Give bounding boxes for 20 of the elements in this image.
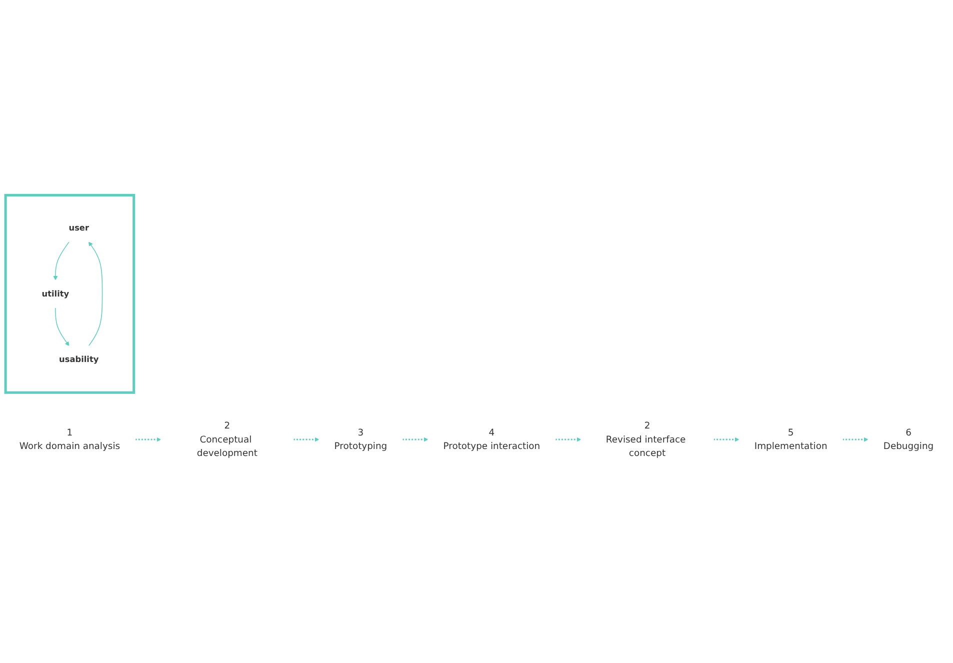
arrow <box>402 437 428 442</box>
arrow <box>842 437 868 442</box>
node-text: user <box>68 222 89 233</box>
node-text: 3 Prototyping <box>334 427 388 452</box>
node-text: 2 Revised interface concept <box>606 420 686 459</box>
cluster <box>4 194 136 394</box>
node-text: 6 Debugging <box>883 427 934 452</box>
node-text: 2 Conceptual development <box>196 420 258 459</box>
arrow <box>88 242 103 346</box>
arrow <box>55 307 70 346</box>
arrow <box>135 437 162 442</box>
node-text: utility <box>42 288 70 298</box>
node-text: 4 Prototype interaction <box>443 427 540 452</box>
node-text: 1 Work domain analysis <box>19 427 120 452</box>
arrow <box>293 437 320 442</box>
node-text: 5 Implementation <box>754 427 828 452</box>
arrow <box>714 437 740 442</box>
arrow <box>555 437 582 442</box>
node-text: usability <box>59 354 99 364</box>
arrow <box>53 241 70 280</box>
